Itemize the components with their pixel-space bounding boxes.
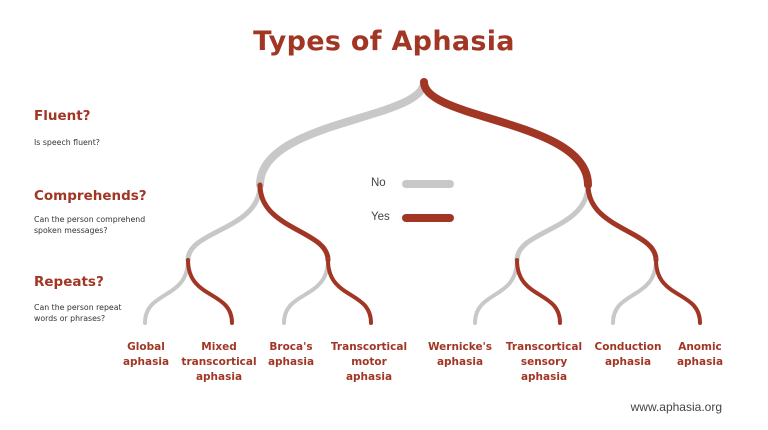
branch-repeats-yes-1: [186, 258, 234, 325]
question-repeats-subtitle: Can the person repeat words or phrases?: [34, 303, 122, 323]
leaf-transcortical-sensory-aphasia: Transcortical sensory aphasia: [505, 341, 583, 383]
branch-comprehends-yes-left: [257, 182, 331, 263]
page-title: Types of Aphasia: [253, 26, 515, 57]
branch-repeats-no-4: [611, 258, 658, 325]
branch-fluent-yes: [420, 78, 592, 189]
leaf-anomic-aphasia: Anomic aphasia: [676, 341, 724, 368]
branch-repeats-yes-4: [654, 258, 702, 325]
branch-fluent-no: [256, 78, 428, 189]
legend-yes-label: Yes: [371, 211, 390, 223]
branch-repeats-no-1: [143, 258, 190, 325]
branch-repeats-yes-2: [326, 258, 373, 325]
branch-repeats-no-3: [473, 258, 519, 325]
legend-no-label: No: [371, 177, 386, 189]
leaf-transcortical-motor-aphasia: Transcortical motor aphasia: [330, 341, 408, 383]
branch-comprehends-yes-right: [585, 182, 659, 263]
leaf-mixed-transcortical-aphasia: Mixed transcortical aphasia: [181, 341, 257, 383]
question-comprehends-subtitle: Can the person comprehend spoken message…: [34, 215, 146, 235]
branch-comprehends-no-right: [514, 182, 591, 263]
leaf-conduction-aphasia: Conduction aphasia: [594, 341, 662, 368]
question-repeats-title: Repeats?: [34, 274, 104, 290]
question-comprehends-title: Comprehends?: [34, 188, 147, 204]
question-fluent-subtitle: Is speech fluent?: [34, 138, 100, 147]
leaf-brocas-aphasia: Broca's aphasia: [267, 341, 315, 368]
footer-url[interactable]: www.aphasia.org: [630, 400, 722, 414]
question-fluent-title: Fluent?: [34, 108, 91, 124]
branch-repeats-no-2: [282, 258, 330, 325]
leaf-wernickes-aphasia: Wernicke's aphasia: [427, 341, 493, 368]
branch-comprehends-no-left: [185, 182, 263, 263]
leaf-global-aphasia: Global aphasia: [122, 341, 170, 368]
branch-repeats-yes-3: [515, 258, 562, 325]
